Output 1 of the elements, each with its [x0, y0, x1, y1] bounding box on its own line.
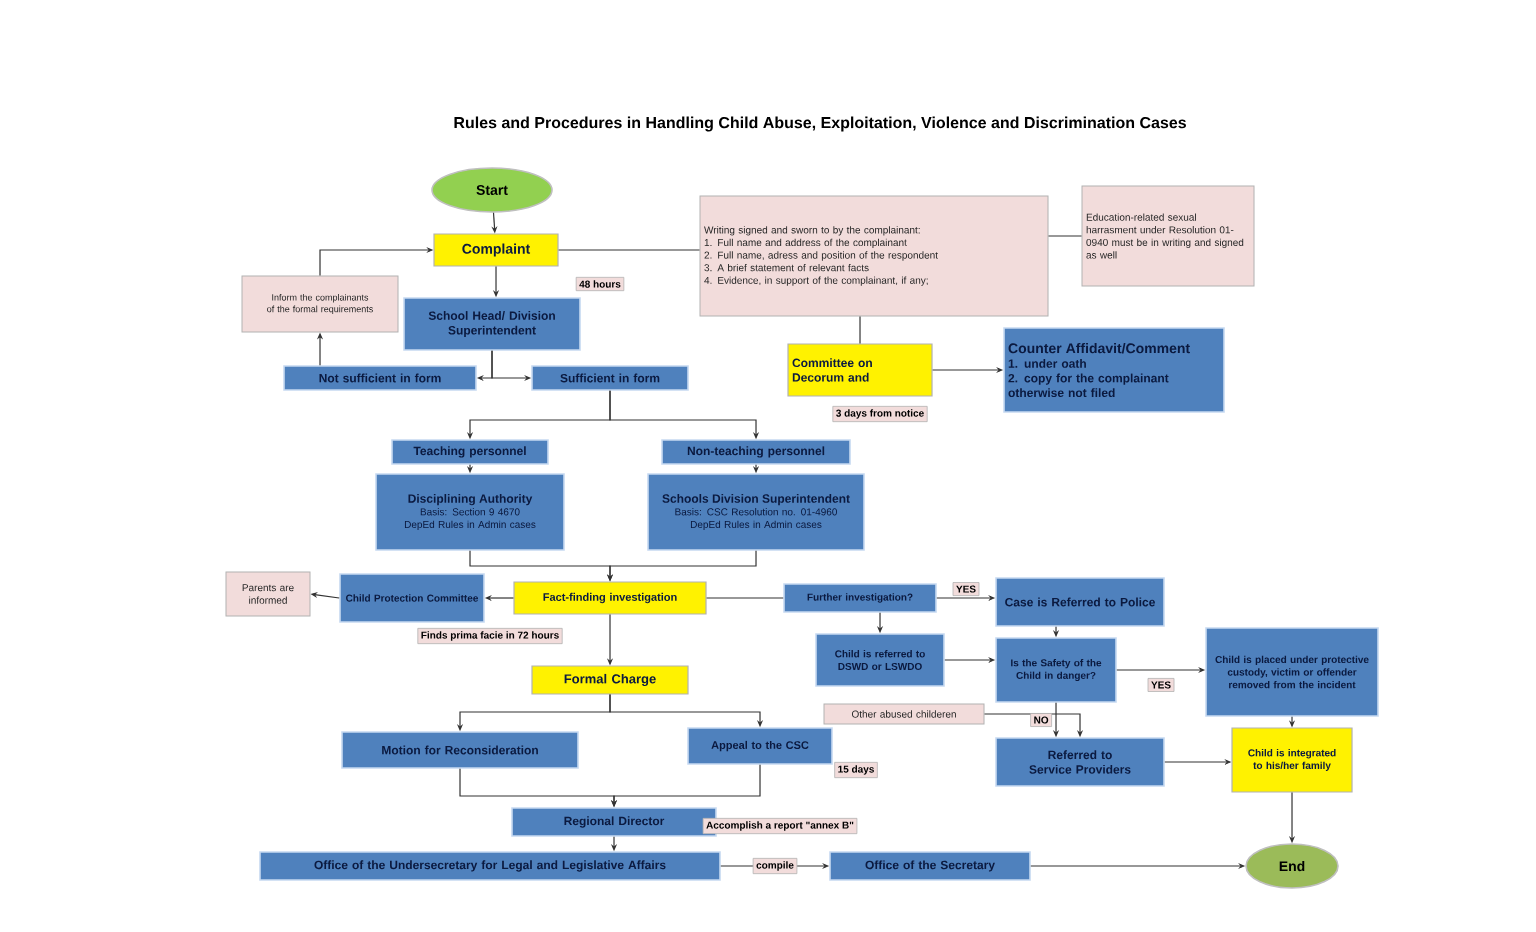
title: Rules and Procedures in Handling Child Abuse, Exploitation, Violence and Discrimination Cases [454, 116, 1186, 132]
